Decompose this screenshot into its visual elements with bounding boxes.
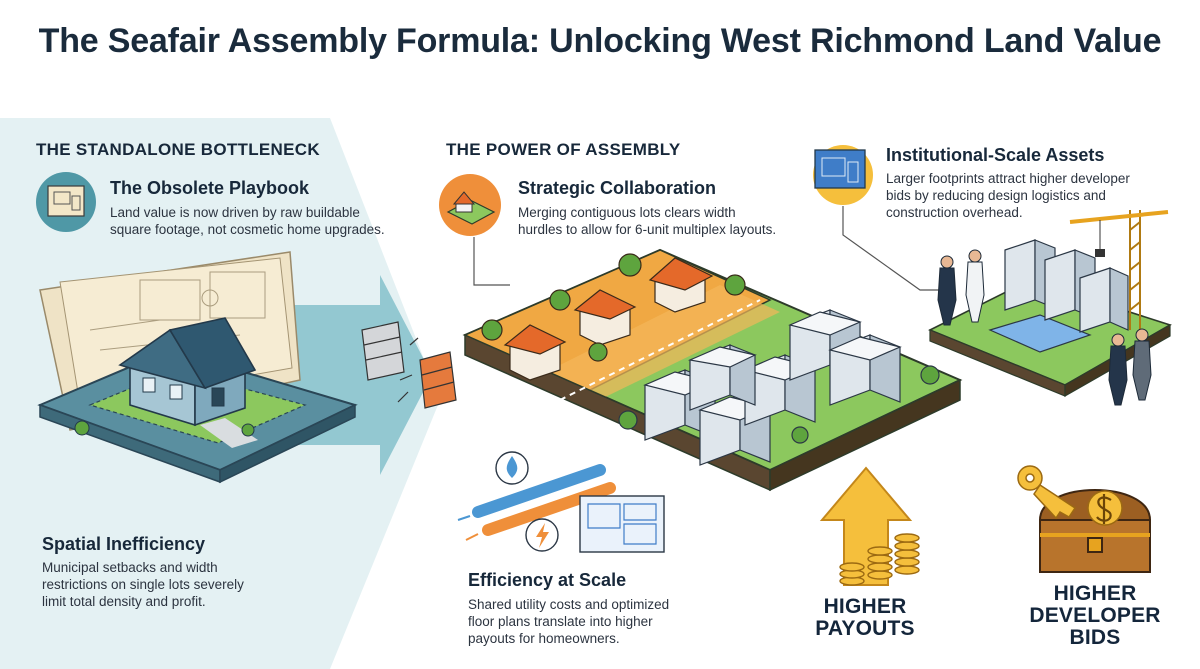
page-title: The Seafair Assembly Formula: Unlocking … xyxy=(38,22,1162,60)
collab-body-line: hurdles to allow for 6-unit multiplex la… xyxy=(518,222,777,237)
efficiency-body-line: floor plans translate into higher xyxy=(468,614,653,629)
playbook-heading: The Obsolete Playbook xyxy=(110,178,310,198)
dollar-sign-icon xyxy=(1087,490,1123,526)
payouts-label-line: PAYOUTS xyxy=(815,617,915,640)
spatial-body-line: Municipal setbacks and width xyxy=(42,560,218,575)
institutional-body-line: Larger footprints attract higher develop… xyxy=(886,171,1130,186)
playbook-body: Land value is now driven by raw buildabl… xyxy=(110,204,385,238)
key-icon xyxy=(1017,465,1077,520)
standalone-section-title: THE STANDALONE BOTTLENECK xyxy=(36,140,320,159)
bids-label-line: BIDS xyxy=(1069,626,1121,649)
institutional-body: Larger footprints attract higher develop… xyxy=(886,170,1130,221)
efficiency-body-line: payouts for homeowners. xyxy=(468,631,620,646)
multiplex-units xyxy=(618,309,940,466)
collaboration-icon xyxy=(439,174,501,236)
spatial-body: Municipal setbacks and width restriction… xyxy=(42,559,244,610)
standalone-house xyxy=(74,317,257,437)
playbook-icon xyxy=(36,172,96,232)
collab-body: Merging contiguous lots clears width hur… xyxy=(518,204,776,238)
lightning-icon xyxy=(525,518,559,552)
institutional-heading: Institutional-Scale Assets xyxy=(886,145,1105,165)
broken-brick-wall xyxy=(361,321,457,409)
bids-label-line: HIGHER xyxy=(1053,582,1137,605)
efficiency-body: Shared utility costs and optimized floor… xyxy=(468,596,669,647)
connector-lines xyxy=(473,206,950,291)
efficiency-body-line: Shared utility costs and optimized xyxy=(468,597,670,612)
spatial-body-line: restrictions on single lots severely xyxy=(42,577,244,592)
assembly-section-title: THE POWER OF ASSEMBLY xyxy=(446,140,681,159)
institutional-body-line: construction overhead. xyxy=(886,205,1023,220)
business-people xyxy=(937,249,1152,406)
bids-label-line: DEVELOPER xyxy=(1029,604,1161,627)
institutional-body-line: bids by reducing design logistics and xyxy=(886,188,1106,203)
collab-heading: Strategic Collaboration xyxy=(518,178,717,198)
institutional-icon xyxy=(813,145,873,205)
floor-plan-card xyxy=(579,495,665,553)
playbook-body-line: Land value is now driven by raw buildabl… xyxy=(110,205,360,220)
utility-pipes xyxy=(457,464,616,541)
higher-payouts-label: HIGHER PAYOUTS xyxy=(800,596,930,640)
playbook-body-line: square footage, not cosmetic home upgrad… xyxy=(110,222,385,237)
higher-bids-label: HIGHER DEVELOPER BIDS xyxy=(1015,583,1175,649)
single-family-homes xyxy=(481,253,746,381)
collab-body-line: Merging contiguous lots clears width xyxy=(518,205,736,220)
water-drop-icon xyxy=(495,451,529,485)
crane-icon xyxy=(1069,210,1169,330)
spatial-heading: Spatial Inefficiency xyxy=(42,534,206,554)
payouts-label-line: HIGHER xyxy=(823,595,907,618)
coin-stacks-icon xyxy=(839,533,920,586)
efficiency-heading: Efficiency at Scale xyxy=(468,570,627,590)
spatial-body-line: limit total density and profit. xyxy=(42,594,206,609)
